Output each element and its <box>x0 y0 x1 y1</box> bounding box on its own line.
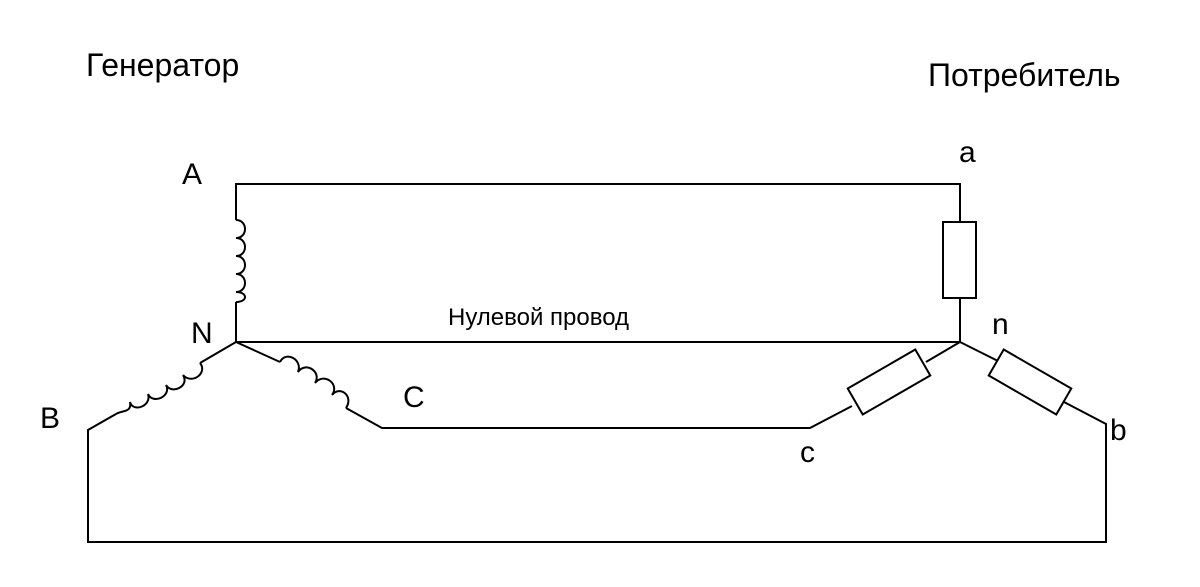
phase-a-line <box>235 183 961 222</box>
phase-a-generator-coil <box>235 219 246 303</box>
generator-title: Генератор <box>86 47 239 83</box>
node-label-n-generator: N <box>191 317 213 350</box>
node-label-b-consumer: b <box>1110 414 1127 447</box>
phase-b-load-resistor <box>987 348 1073 416</box>
node-label-n-consumer: n <box>992 308 1009 341</box>
node-label-c-generator: C <box>403 381 425 414</box>
phase-b-line <box>87 401 1107 543</box>
node-label-a-consumer: a <box>959 136 976 169</box>
phase-b-generator-coil <box>115 362 203 415</box>
consumer-title: Потребитель <box>928 57 1121 93</box>
node-label-a-generator: A <box>182 158 202 191</box>
phase-c-generator-coil <box>279 355 350 409</box>
phase-b-resistor-lead-top <box>959 341 1003 364</box>
phase-c-resistor-lead-top <box>925 341 961 363</box>
node-label-b-generator: B <box>40 402 60 435</box>
phase-a-load-resistor <box>942 221 977 299</box>
node-label-c-consumer: c <box>800 436 815 469</box>
phase-b-n-lead <box>199 341 237 364</box>
phase-c-line <box>345 405 853 429</box>
phase-c-n-lead <box>235 341 281 363</box>
neutral-wire-label: Нулевой провод <box>448 304 629 331</box>
phase-c-load-resistor <box>846 348 932 416</box>
